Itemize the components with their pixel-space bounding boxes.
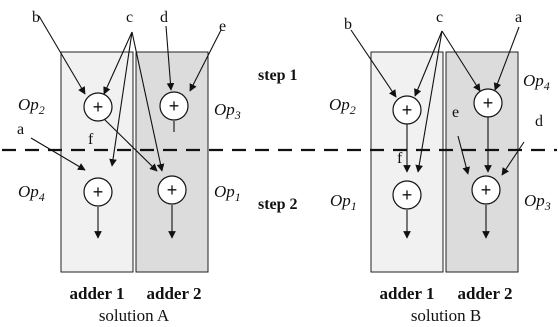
input-c-label: c (126, 9, 133, 26)
op3-node-a: + (159, 91, 189, 121)
op1-node-b: + (392, 180, 422, 210)
adder2-label-b: adder 2 (458, 284, 513, 303)
input-c-label: c (436, 9, 443, 26)
edge-b-to-op2 (350, 29, 397, 98)
op1-label-a: Op1 (214, 182, 241, 204)
plus-symbol: + (167, 180, 178, 200)
plus-symbol: + (402, 100, 413, 120)
op3-label-a: Op3 (214, 100, 241, 122)
op2-label-b: Op2 (329, 95, 356, 117)
input-b-label: b (32, 9, 40, 26)
edge-a-to-op4 (30, 137, 86, 171)
edge-op2-to-op1 (101, 116, 158, 172)
edge-d-to-op3 (501, 141, 525, 176)
adder2-column-a (135, 51, 209, 273)
edge-c-to-op2 (103, 31, 133, 95)
op2-node-b: + (392, 95, 422, 125)
edge-e-to-op3 (457, 135, 470, 175)
step1-label: step 1 (258, 67, 298, 84)
adder2-label-a: adder 2 (147, 284, 202, 303)
intermediate-f-label: f (88, 131, 94, 148)
intermediate-f-label: f (397, 150, 403, 167)
op2-node-a: + (83, 92, 113, 122)
plus-symbol: + (481, 180, 492, 200)
edge-a-to-op4 (493, 26, 520, 91)
edge-c-to-op4 (109, 31, 133, 167)
adder1-label-b: adder 1 (380, 284, 435, 303)
plus-symbol: + (483, 93, 494, 113)
op4-node-b: + (473, 88, 503, 118)
op4-label-b: Op4 (523, 71, 550, 93)
edge-c-to-op1 (415, 30, 443, 173)
plus-symbol: + (93, 97, 104, 117)
op4-node-a: + (83, 177, 113, 207)
solution-a: + + + + b c d e a f Op2 Op3 Op4 Op1 adde… (17, 9, 241, 325)
edge-c-to-op2 (414, 30, 443, 97)
op2-label-a: Op2 (18, 95, 45, 117)
plus-symbol: + (93, 182, 104, 202)
plus-symbol: + (402, 185, 413, 205)
op3-label-b: Op3 (524, 191, 551, 213)
edge-c-to-op1 (131, 31, 165, 172)
step2-label: step 2 (258, 196, 298, 213)
edge-e-to-op3 (189, 29, 222, 92)
plus-symbol: + (169, 96, 180, 116)
op1-node-a: + (157, 175, 187, 205)
edge-d-to-op3 (165, 25, 175, 91)
input-b-label: b (344, 16, 352, 33)
op4-label-a: Op4 (18, 182, 45, 204)
input-a-label: a (17, 121, 24, 138)
adder1-label-a: adder 1 (70, 284, 125, 303)
op1-label-b: Op1 (330, 191, 357, 213)
adder2-column-b (445, 51, 519, 273)
op3-node-b: + (471, 175, 501, 205)
edge-c-to-op4 (441, 30, 481, 92)
input-d-label: d (160, 9, 168, 26)
input-d-label: d (535, 113, 543, 130)
edge-b-to-op2 (38, 15, 86, 95)
input-e-label: e (219, 18, 226, 35)
solution-b-caption: solution B (411, 306, 481, 325)
input-e-label: e (452, 104, 459, 121)
solution-a-caption: solution A (99, 306, 170, 325)
solution-b: + + + + b c a e d f Op2 Op4 Op1 Op3 adde… (329, 9, 551, 325)
input-a-label: a (515, 9, 522, 26)
